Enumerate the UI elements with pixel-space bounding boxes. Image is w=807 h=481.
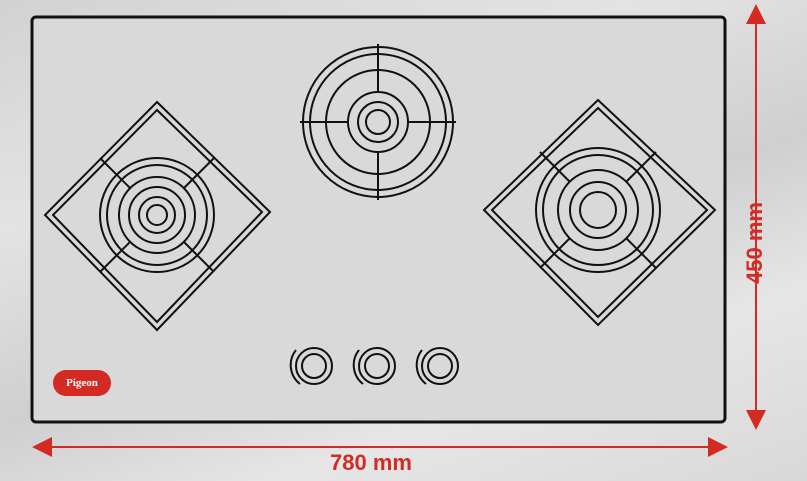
- knob-2[interactable]: [352, 347, 396, 385]
- brand-logo-text: Pigeon: [66, 377, 98, 389]
- hob-panel: [30, 15, 727, 424]
- right-burner: [482, 98, 717, 327]
- knob-1[interactable]: [289, 347, 333, 385]
- height-label: 450 mm: [742, 202, 767, 284]
- left-burner: [43, 100, 272, 332]
- width-label: 780 mm: [330, 450, 412, 475]
- brand-logo: Pigeon: [53, 370, 111, 396]
- knob-3[interactable]: [415, 347, 459, 385]
- center-burner: [300, 44, 456, 200]
